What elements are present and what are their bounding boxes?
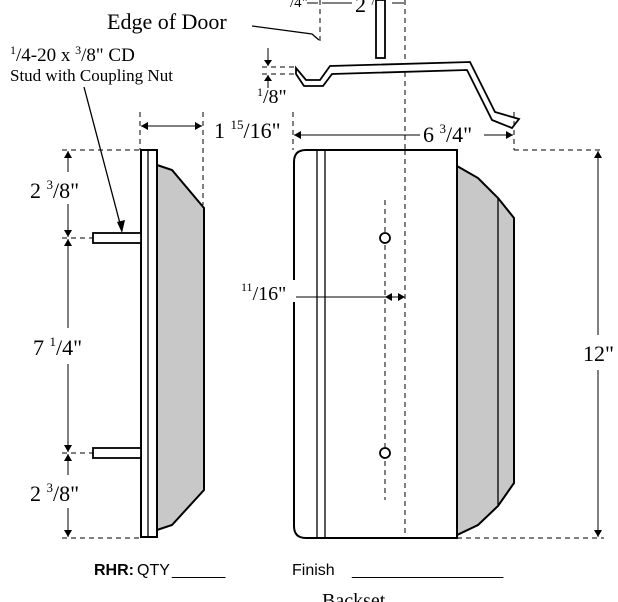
stud-spec-line2: Stud with Coupling Nut [10,66,173,85]
top-gap-arrow-bottom [64,230,72,237]
thickness-label: 1/8" [257,85,287,108]
stud-leader-arrowhead [117,220,125,233]
bottom-gap-label: 2 3/8" [30,480,79,506]
thickness-arrowhead-top [264,60,272,66]
top-gap-label: 2 3/8" [30,177,79,203]
lower-stud-hole [379,447,391,459]
top-dim-left-label: /4" [290,0,308,11]
side-plate-housing [156,163,205,532]
offset-label: 11/16" [241,280,286,305]
profile-stud [375,0,386,59]
order-line: RHR: QTY ______ Finish _________________… [94,562,504,602]
offset-label-bg [240,280,296,302]
stud-spec-line1: 1/4-20 x 3/8" CD [10,43,135,66]
top-gap-arrow-top [64,151,72,158]
qty-blank: ______ [171,562,226,579]
upper-stud-hole [379,232,391,244]
stud-leader [83,86,123,232]
depth-arrow-right [195,122,202,130]
stud-callout: 1/4-20 x 3/8" CD Stud with Coupling Nut [10,43,173,233]
qty-label: QTY [137,562,170,579]
offset-arrow-left [385,293,392,301]
edge-of-door-label: Edge of Door [107,9,227,34]
side-plate-flange [140,149,158,538]
side-view: 1 15/16" 2 3/8" 7 1/4" 2 3/8" [30,112,281,539]
offset-arrow-right [398,293,405,301]
width-label: 6 3/4" [423,121,472,147]
front-housing [456,164,515,537]
width-arrow-right [506,131,513,139]
depth-label: 1 15/16" [214,117,281,143]
plate-profile [295,61,521,130]
edge-of-door-leader [251,25,320,41]
height-arrow-bottom [594,530,602,537]
caption: Backset [322,590,386,602]
height-label: 12" [583,341,614,366]
finish-label: Finish [292,562,335,579]
depth-arrow-left [141,122,148,130]
front-plate [293,149,458,539]
bottom-gap-arrow-bottom [64,530,72,537]
bottom-gap-arrow-top [64,454,72,461]
width-arrow-left [294,131,301,139]
finish-blank: _________________ [351,562,504,579]
mid-gap-label: 7 1/4" [33,334,82,360]
door-edge-profile: Edge of Door /4" 2 /4" 1/8" [107,0,521,150]
mid-gap-arrow-bottom [64,445,72,452]
lower-stud [92,447,142,459]
upper-stud [92,232,142,244]
mid-gap-arrow-top [64,239,72,246]
front-view: 6 3/4" 11/16" 12" [240,112,614,539]
hand-label: RHR: [94,562,134,579]
thickness-arrowhead-bottom [264,75,272,81]
height-arrow-top [594,151,602,158]
